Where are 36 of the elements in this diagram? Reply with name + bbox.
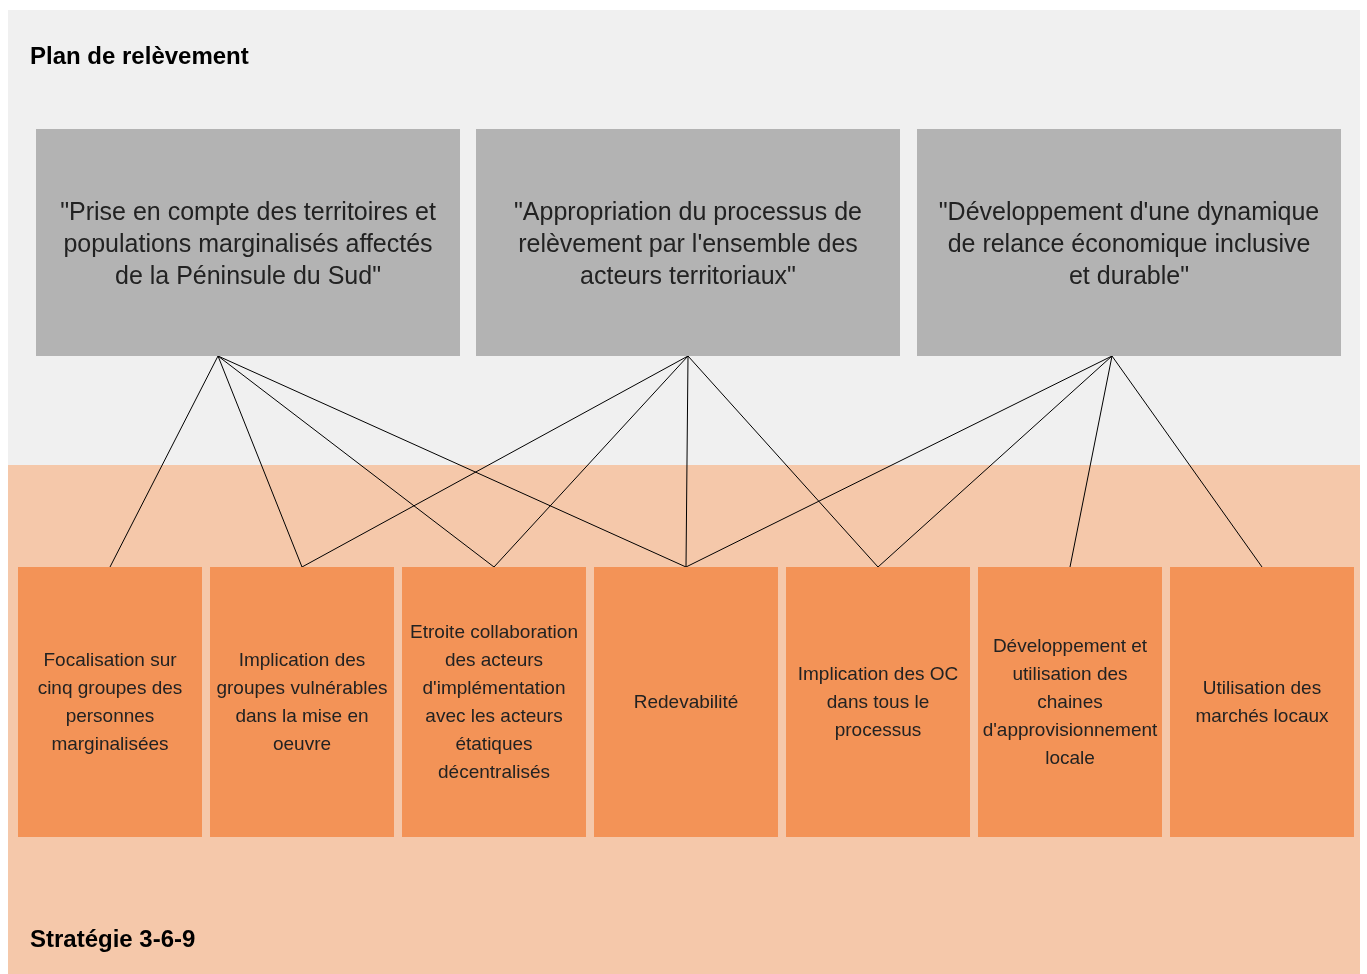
- connector-line: [1069, 355, 1113, 568]
- section-title: Stratégie 3-6-9: [30, 925, 196, 953]
- background-band: [8, 465, 1360, 974]
- box-text: Focalisation sur cinq groupes des personnes marginalisées: [36, 648, 184, 756]
- connector-line: [685, 355, 1113, 568]
- box-text: "Prise en compte des territoires et populations marginalisés affectés de la Péninsule du Sud": [59, 195, 437, 291]
- box-text: Utilisation des marchés locaux: [1194, 676, 1330, 728]
- text-box: [36, 129, 460, 356]
- box-text: "Développement d'une dynamique de relance économique inclusive et durable": [937, 195, 1321, 291]
- connector-line: [685, 355, 689, 568]
- connector-line: [877, 355, 1113, 568]
- text-box: [594, 567, 778, 837]
- text-box: [917, 129, 1341, 356]
- box-text: Développement et utilisation des chaines d'approvisionnement locale: [982, 634, 1158, 770]
- text-box: [786, 567, 970, 837]
- section-title: Plan de relèvement: [30, 42, 249, 70]
- text-box: [978, 567, 1162, 837]
- box-text: Implication des OC dans tous le processus: [796, 662, 960, 742]
- connector-line: [301, 355, 689, 568]
- connector-line: [493, 355, 689, 568]
- text-box: [1170, 567, 1354, 837]
- connector-line: [687, 355, 879, 568]
- box-text: "Appropriation du processus de relèvement par l'ensemble des acteurs territoriaux": [513, 195, 863, 291]
- connector-line: [1111, 355, 1263, 568]
- text-box: [402, 567, 586, 837]
- box-text: Etroite collaboration des acteurs d'implémentation avec les acteurs étatiques décentralisés: [409, 620, 579, 784]
- background-band: [8, 10, 1360, 465]
- box-text: Redevabilité: [633, 690, 739, 714]
- box-text: Implication des groupes vulnérables dans la mise en oeuvre: [216, 648, 388, 756]
- connector-line: [217, 355, 495, 568]
- text-box: [476, 129, 900, 356]
- text-box: [18, 567, 202, 837]
- connector-line: [217, 355, 303, 568]
- connector-line: [109, 355, 219, 568]
- connector-line: [217, 355, 687, 568]
- text-box: [210, 567, 394, 837]
